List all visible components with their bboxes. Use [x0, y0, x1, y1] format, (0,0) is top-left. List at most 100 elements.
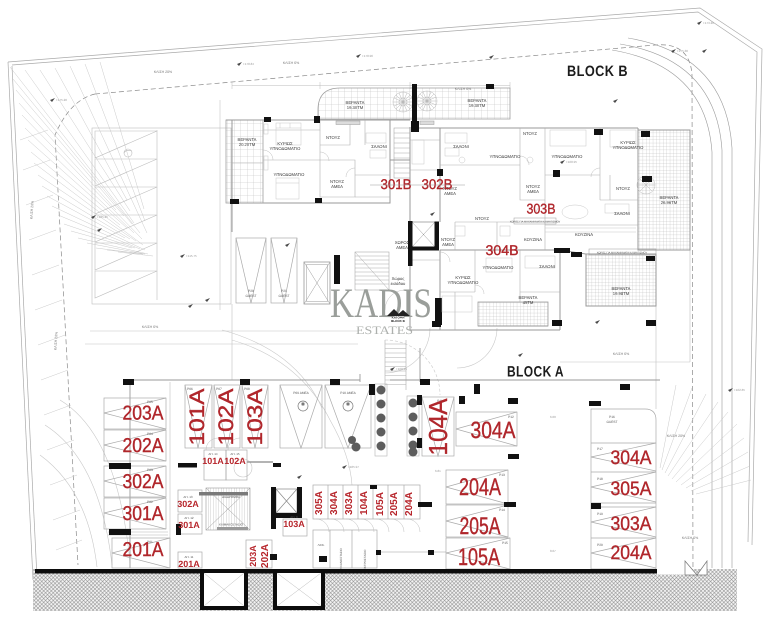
svg-text:301A: 301A	[178, 520, 200, 530]
svg-text:P04: P04	[147, 432, 153, 436]
svg-text:303B: 303B	[527, 201, 556, 217]
svg-text:ΗΛΕΚΤΡΟΣΤΑΣΙΟ: ΗΛΕΚΤΡΟΣΤΑΣΙΟ	[363, 549, 367, 574]
svg-text:45ΤΜ: 45ΤΜ	[523, 300, 534, 305]
svg-text:ΑΜΕΑ: ΑΜΕΑ	[331, 184, 343, 189]
svg-text:P10 ΑΜΕΑ: P10 ΑΜΕΑ	[340, 391, 356, 395]
svg-text:204A: 204A	[611, 542, 652, 564]
svg-text:ΝΤΟΥΖ: ΝΤΟΥΖ	[526, 184, 540, 189]
svg-text:ΣΑΛΟΝΙ: ΣΑΛΟΝΙ	[614, 211, 630, 216]
svg-text:+115.75: +115.75	[186, 254, 197, 258]
svg-text:P08: P08	[244, 387, 250, 391]
svg-text:304A: 304A	[329, 491, 340, 515]
svg-text:ΚΥΡΙΩΣ: ΚΥΡΙΩΣ	[277, 141, 293, 146]
svg-text:ΧΩΡΟΣ: ΧΩΡΟΣ	[395, 240, 410, 245]
svg-text:302A: 302A	[123, 471, 165, 493]
svg-text:BLOCK B: BLOCK B	[391, 319, 405, 323]
svg-text:ΒΕΡΑΝΤΑ: ΒΕΡΑΝΤΑ	[468, 98, 487, 103]
svg-text:ΣΑΛΟΝΙ: ΣΑΛΟΝΙ	[453, 144, 469, 149]
svg-text:P12: P12	[508, 415, 514, 419]
svg-text:ΥΠΝΟΔΩΜΑΤΙΟ: ΥΠΝΟΔΩΜΑΤΙΟ	[448, 280, 480, 285]
svg-text:+173.20: +173.20	[703, 21, 714, 25]
svg-text:BLOCK B: BLOCK B	[567, 63, 628, 80]
svg-text:ΚΛΙΣΗ 6%: ΚΛΙΣΗ 6%	[142, 325, 158, 329]
svg-text:P14: P14	[499, 508, 505, 512]
svg-text:305A: 305A	[314, 491, 325, 515]
svg-text:P20: P20	[248, 289, 254, 293]
svg-text:ΚΛΙΣΗ 20%: ΚΛΙΣΗ 20%	[30, 201, 35, 220]
svg-text:+178.96: +178.96	[362, 54, 373, 58]
svg-text:ΑΜΕΑ: ΑΜΕΑ	[396, 245, 408, 250]
svg-text:P03: P03	[147, 468, 153, 472]
svg-text:204A: 204A	[404, 492, 415, 516]
svg-text:ΚΛΙΣΗ 20%: ΚΛΙΣΗ 20%	[154, 70, 172, 74]
svg-text:ΝΤΟΥΖ: ΝΤΟΥΖ	[330, 179, 344, 184]
svg-text:ΥΠΝΟΔΩΜΑΤΙΟ: ΥΠΝΟΔΩΜΑΤΙΟ	[270, 146, 302, 151]
svg-text:6.81: 6.81	[435, 469, 441, 473]
svg-text:ΣΑΛΟΝΙ: ΣΑΛΟΝΙ	[371, 144, 387, 149]
svg-text:305A: 305A	[611, 478, 652, 500]
svg-text:ΝΤΟΥΖ: ΝΤΟΥΖ	[441, 237, 455, 242]
svg-text:ΥΠΝΟΔΩΜΑΤΙΟ: ΥΠΝΟΔΩΜΑΤΙΟ	[274, 172, 306, 177]
svg-text:ΚΥΡΙΩΣ: ΚΥΡΙΩΣ	[620, 140, 636, 145]
svg-text:P19: P19	[597, 512, 603, 516]
svg-text:203A: 203A	[248, 545, 258, 567]
svg-text:ΚΛΙΜΑΚΟΣΤΑΣΙΟ: ΚΛΙΜΑΚΟΣΤΑΣΙΟ	[219, 523, 244, 527]
svg-text:ΚΑΤΟΨΗ: ΚΑΤΟΨΗ	[392, 316, 405, 320]
svg-text:ΒΕΡΑΝΤΑ: ΒΕΡΑΝΤΑ	[519, 295, 538, 300]
svg-text:102A: 102A	[224, 456, 246, 466]
svg-text:ΧΩΡΟΣ ΓΙΑ ΜΗΧΑΝΗΜΑΤΑ ΚΛΙΜΑΤΙΣΜ: ΧΩΡΟΣ ΓΙΑ ΜΗΧΑΝΗΜΑΤΑ ΚΛΙΜΑΤΙΣΜΟΥ	[597, 252, 648, 255]
svg-text:ΚΟΥΖΙΝΑ: ΚΟΥΖΙΝΑ	[524, 237, 542, 242]
svg-text:19.30ΤΜ: 19.30ΤΜ	[347, 105, 364, 110]
svg-text:205A: 205A	[389, 492, 400, 516]
svg-text:GUEST: GUEST	[607, 420, 618, 424]
svg-text:205A: 205A	[460, 513, 501, 540]
svg-text:+175.20: +175.20	[56, 98, 67, 102]
svg-text:8.07: 8.07	[550, 549, 556, 553]
svg-text:ΜΗΧΑΝΟΣΤΑΣΙΟ: ΜΗΧΑΝΟΣΤΑΣΙΟ	[339, 548, 343, 572]
svg-text:ΝΤΟΥΖ: ΝΤΟΥΖ	[616, 186, 630, 191]
svg-text:302A: 302A	[177, 499, 199, 509]
svg-text:ΝΤΟΥΖ: ΝΤΟΥΖ	[326, 135, 340, 140]
svg-text:ΚΥΡΙΩΣ: ΚΥΡΙΩΣ	[455, 275, 471, 280]
svg-text:P07: P07	[216, 387, 222, 391]
svg-text:ΚΛΙΣΗ 6%: ΚΛΙΣΗ 6%	[455, 87, 471, 91]
svg-text:20.20ΤΜ: 20.20ΤΜ	[239, 142, 256, 147]
svg-text:ΚΛΙΣΗ 6%: ΚΛΙΣΗ 6%	[613, 352, 629, 356]
svg-text:ΑΠ. 14: ΑΠ. 14	[208, 452, 218, 456]
svg-text:ΚΛΙΣΗ 6%: ΚΛΙΣΗ 6%	[283, 61, 299, 65]
svg-text:101A: 101A	[202, 456, 224, 466]
svg-text:104A: 104A	[423, 398, 453, 456]
svg-text:GUEST: GUEST	[246, 294, 257, 298]
svg-text:ΔΙΑΔΡΟΜΟΣ: ΔΙΑΔΡΟΜΟΣ	[222, 495, 240, 499]
svg-text:ΥΠΝΟΔΩΜΑΤΙΟ: ΥΠΝΟΔΩΜΑΤΙΟ	[552, 154, 584, 159]
svg-text:+185.97: +185.97	[348, 465, 359, 469]
svg-text:304A: 304A	[471, 417, 516, 443]
svg-text:P20: P20	[597, 543, 603, 547]
svg-text:201A: 201A	[178, 559, 200, 569]
svg-text:301A: 301A	[123, 503, 165, 525]
svg-text:ΝΤΟΥΖ: ΝΤΟΥΖ	[523, 131, 537, 136]
svg-text:203A: 203A	[123, 403, 165, 425]
svg-text:304A: 304A	[611, 447, 652, 469]
svg-text:BLOCK A: BLOCK A	[507, 364, 564, 381]
svg-text:ESTATES: ESTATES	[356, 325, 413, 337]
svg-text:+185.25: +185.25	[97, 215, 108, 219]
svg-text:6.00: 6.00	[550, 415, 556, 419]
svg-text:303A: 303A	[611, 513, 652, 535]
svg-text:ΑΜΕΑ: ΑΜΕΑ	[527, 189, 539, 194]
svg-text:201A: 201A	[123, 539, 165, 561]
svg-text:ΥΠΝΟΔΩΜΑΤΙΟ: ΥΠΝΟΔΩΜΑΤΙΟ	[490, 154, 522, 159]
svg-text:ΒΕΡΑΝΤΑ: ΒΕΡΑΝΤΑ	[238, 137, 257, 142]
svg-text:P01: P01	[147, 540, 153, 544]
svg-text:ΧΩΡΟΣ ΓΙΑ ΜΗΧΑΝΗΜΑΤΑ ΚΛΙΜΑΤΙΣΜ: ΧΩΡΟΣ ΓΙΑ ΜΗΧΑΝΗΜΑΤΑ ΚΛΙΜΑΤΙΣΜΟΥ	[510, 221, 561, 224]
svg-text:105A: 105A	[375, 492, 386, 516]
svg-text:301B: 301B	[381, 176, 412, 192]
svg-text:103A: 103A	[244, 389, 267, 446]
svg-text:ΒΕΡΑΝΤΑ: ΒΕΡΑΝΤΑ	[612, 286, 631, 291]
svg-text:+168.95: +168.95	[396, 367, 407, 371]
svg-text:Χώρος: Χώρος	[392, 276, 405, 281]
svg-text:ΑΠ. 6: ΑΠ. 6	[290, 515, 298, 519]
svg-text:302B: 302B	[422, 176, 453, 192]
svg-text:P02: P02	[147, 500, 153, 504]
svg-text:102A: 102A	[215, 389, 238, 446]
